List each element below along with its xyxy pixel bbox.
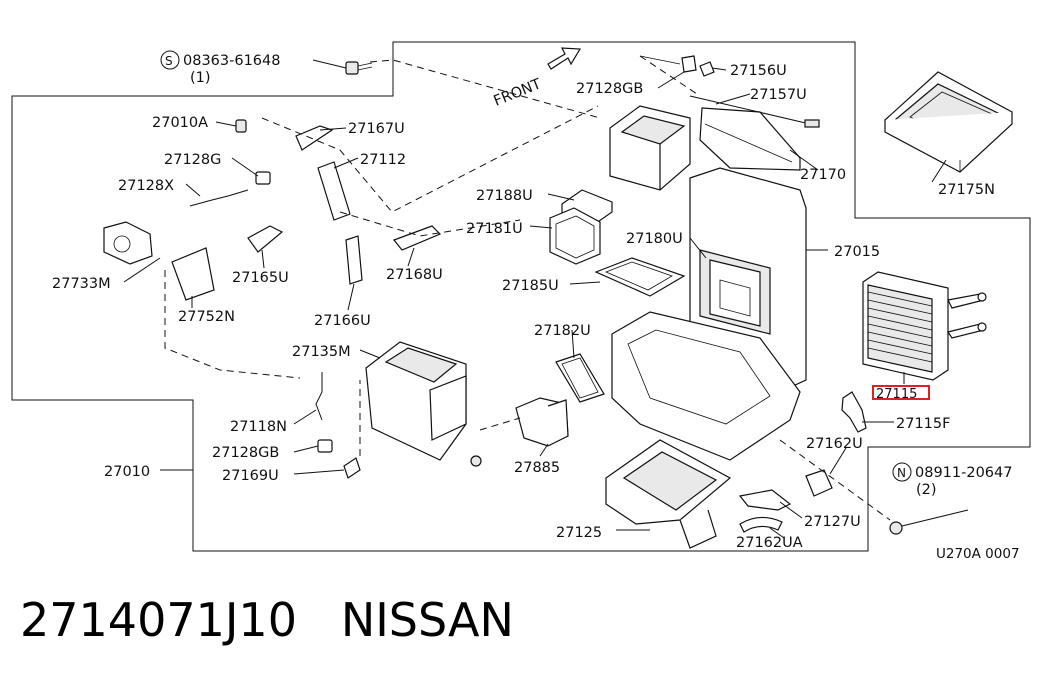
label-27128g: 27128G [164, 152, 221, 168]
part-27128x-rod-icon [189, 189, 249, 207]
assembly-boundary [11, 41, 1031, 552]
label-27010: 27010 [104, 464, 150, 480]
part-27165u-link-icon [247, 225, 284, 253]
label-27181u: 27181U [466, 221, 523, 237]
label-27167u: 27167U [348, 121, 405, 137]
part-27128g-clip-icon [255, 171, 271, 185]
ref-line-4 [339, 211, 521, 237]
ref-line-6 [779, 439, 891, 521]
label-27128gb-top: 27128GB [576, 81, 643, 97]
part-27182u-door-icon [555, 353, 605, 403]
bolt-note-2-symbol: N [897, 466, 906, 480]
part-27188u-intake-housing-icon [609, 105, 691, 191]
label-27885: 27885 [514, 460, 560, 476]
bolt-08911-icon [889, 521, 903, 535]
part-27166u-arm-icon [345, 235, 363, 285]
part-27169u-link-icon [343, 457, 361, 479]
label-27115f: 27115F [896, 416, 950, 432]
part-27185u-grille-icon [594, 257, 686, 297]
front-arrow-icon [547, 47, 582, 70]
label-27015: 27015 [834, 244, 880, 260]
part-27112-lever-icon [317, 161, 351, 221]
label-27010a: 27010A [152, 115, 208, 131]
part-27162ua-link-icon [739, 516, 783, 533]
label-27170: 27170 [800, 167, 846, 183]
part-27010a-screw-icon [235, 119, 247, 133]
highlight-box [872, 385, 930, 400]
part-27115-heater-core-icon [862, 271, 987, 381]
bolt-note-1-number: 08363-61648 [183, 53, 281, 69]
label-27115: 27115 [876, 387, 917, 402]
part-27181u-door-icon [549, 207, 601, 265]
label-27156u: 27156U [730, 63, 787, 79]
label-27157u: 27157U [750, 87, 807, 103]
label-27185u: 27185U [502, 278, 559, 294]
ref-line-8 [479, 417, 521, 431]
ref-line-1 [369, 59, 601, 119]
label-27162ua: 27162UA [736, 535, 803, 551]
label-27135m: 27135M [292, 344, 351, 360]
label-27165u: 27165U [232, 270, 289, 286]
bolt-note-2-symbol-circle [892, 462, 912, 482]
bolt-note-1-symbol-circle [160, 50, 180, 70]
part-27170-duct-icon [699, 107, 801, 171]
front-label: FRONT [492, 76, 544, 109]
part-27733m-actuator-icon [103, 221, 153, 265]
ref-line-3 [164, 270, 301, 379]
label-27175n: 27175N [938, 182, 995, 198]
bolt-note-2-number: 08911-20647 [915, 465, 1013, 481]
label-27127u: 27127U [804, 514, 861, 530]
label-27125: 27125 [556, 525, 602, 541]
ref-line-2 [261, 105, 599, 213]
part-27125-duct-icon [605, 439, 732, 549]
part-27010-lower-case-icon [611, 311, 801, 461]
label-27182u: 27182U [534, 323, 591, 339]
label-27128x: 27128X [118, 178, 174, 194]
label-27112: 27112 [360, 152, 406, 168]
part-27127u-link-icon [738, 489, 792, 511]
label-27169u: 27169U [222, 468, 279, 484]
bolt-08363-icon [345, 61, 373, 75]
part-27752n-bracket-icon [171, 247, 215, 301]
diagram-code: U270A 0007 [936, 546, 1020, 562]
label-27118n: 27118N [230, 419, 287, 435]
label-27162u: 27162U [806, 436, 863, 452]
part-27115f-bracket-icon [841, 391, 867, 433]
part-27167u-link-icon [295, 125, 334, 151]
label-27180u: 27180U [626, 231, 683, 247]
part-27135m-blower-housing-icon [365, 341, 467, 461]
part-27885-bracket-icon [470, 397, 569, 467]
part-27168u-link-icon [393, 225, 442, 251]
part-27162u-bracket-icon [805, 469, 833, 497]
parts-diagram: S 08363-61648 (1) N 08911-20647 (2) FRON… [11, 41, 1031, 562]
label-27733m: 27733M [52, 276, 111, 292]
label-27166u: 27166U [314, 313, 371, 329]
part-number-caption: 2714071J10 NISSAN [20, 593, 514, 647]
part-27175n-filter-icon [883, 71, 1014, 173]
label-27752n: 27752N [178, 309, 235, 325]
part-27128gb-top-icon [639, 55, 697, 73]
label-27128gb-lower: 27128GB [212, 445, 279, 461]
label-27188u: 27188U [476, 188, 533, 204]
part-27157u-rod-icon [689, 95, 820, 128]
label-27168u: 27168U [386, 267, 443, 283]
part-27156u-clip-icon [699, 61, 715, 77]
bolt-note-1-symbol: S [165, 54, 173, 68]
bolt-note-2-qty: (2) [916, 482, 937, 498]
part-27128gb-lower-icon [317, 439, 333, 453]
bolt-note-1-qty: (1) [190, 70, 211, 86]
ref-line-7 [639, 55, 701, 97]
leader-lines [123, 59, 969, 539]
part-27118n-rod-icon [315, 372, 323, 421]
